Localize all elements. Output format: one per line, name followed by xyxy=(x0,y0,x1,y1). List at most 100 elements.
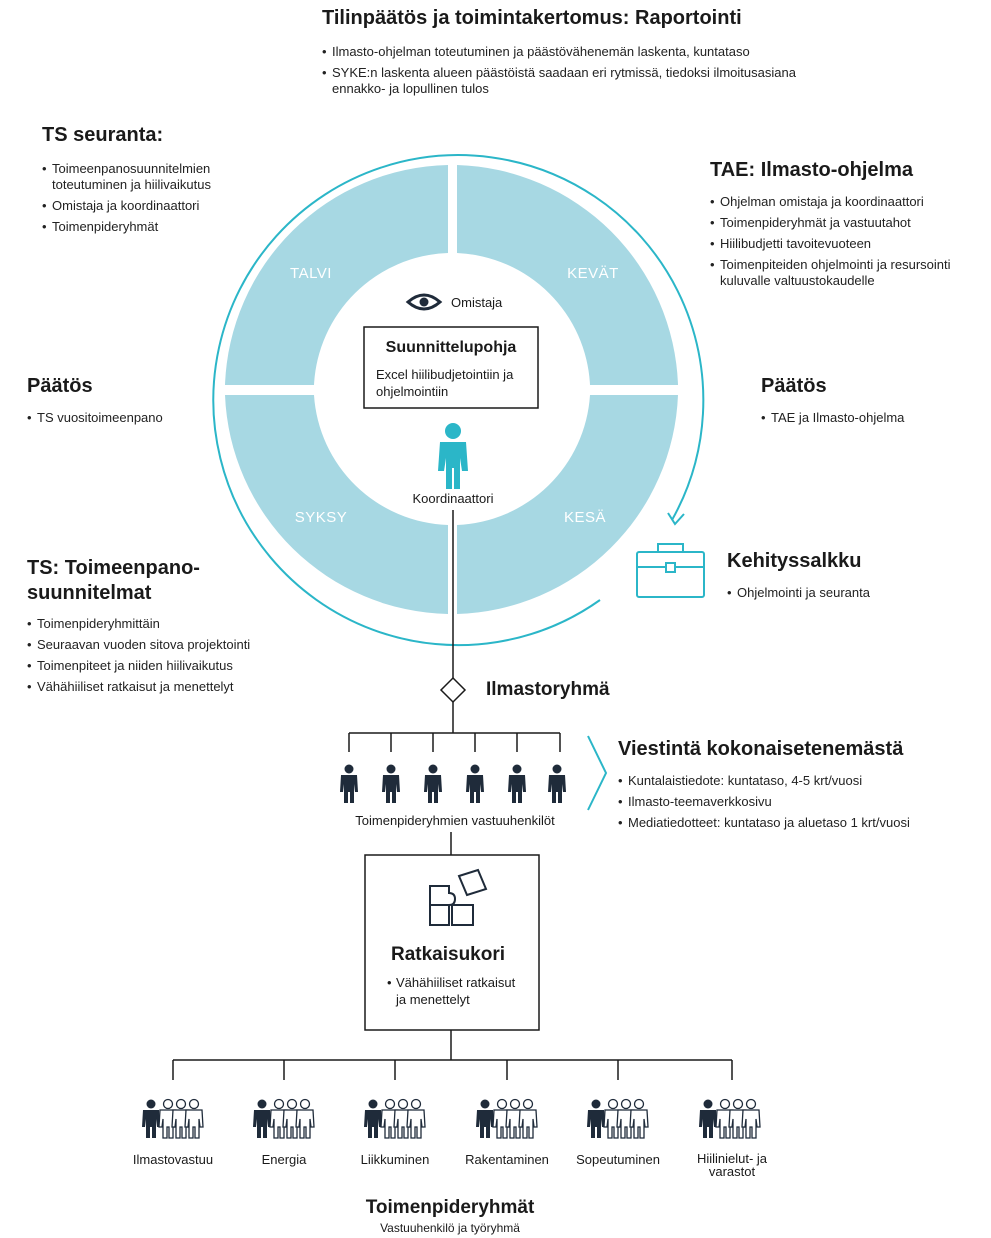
report-item: SYKE:n laskenta alueen päästöistä saadaa… xyxy=(322,65,802,97)
kehityssalkku-item: Ohjelmointi ja seuranta xyxy=(727,585,947,601)
ratkaisukori-bullet: • xyxy=(387,975,392,990)
tae-title: TAE: Ilmasto-ohjelma xyxy=(710,159,913,181)
report-section: Tilinpäätös ja toimintakertomus: Raporto… xyxy=(322,7,842,102)
ts-toimeenpano-title-line1: TS: Toimeenpano- xyxy=(27,557,200,579)
person-icon xyxy=(438,423,468,489)
group-label: Hiilinielut- ja varastot xyxy=(677,1152,787,1178)
person-icon xyxy=(364,1099,382,1138)
person-outline-icon xyxy=(518,1098,538,1139)
person-icon xyxy=(382,764,400,803)
segment-syksy xyxy=(225,395,448,614)
viestinta-title: Viestintä kokonaisetenemästä xyxy=(618,738,904,760)
person-icon xyxy=(699,1099,717,1138)
report-title: Tilinpäätös ja toimintakertomus: Raporto… xyxy=(322,7,742,29)
chevron-right-icon xyxy=(587,735,608,811)
group-label: Liikkuminen xyxy=(360,1152,430,1167)
ts-seuranta-item: Omistaja ja koordinaattori xyxy=(42,198,242,214)
ts-toimeenpano-title: TS: Toimeenpano- suunnitelmat xyxy=(27,556,287,606)
planning-box xyxy=(363,326,539,409)
ts-toimeenpano-item: Toimenpideryhmittäin xyxy=(27,616,287,632)
person-outline-icon xyxy=(406,1098,426,1139)
season-syksy: SYKSY xyxy=(295,509,348,526)
ts-toimeenpano-section: TS: Toimeenpano- suunnitelmat Toimenpide… xyxy=(27,556,287,700)
segment-kevat xyxy=(457,165,678,385)
group-label: Sopeutuminen xyxy=(576,1152,660,1167)
ilmastoryhma-label: Ilmastoryhmä xyxy=(486,679,610,700)
bottom-title: Toimenpideryhmät xyxy=(365,1197,535,1218)
bottom-section: Toimenpideryhmät Vastuuhenkilö ja työryh… xyxy=(300,1197,600,1235)
season-kevat: KEVÄT xyxy=(567,265,619,282)
person-outline-icon xyxy=(629,1098,649,1139)
report-list: Ilmasto-ohjelman toteutuminen ja päästöv… xyxy=(322,44,802,97)
outer-ring-arc xyxy=(212,154,705,647)
person-icon xyxy=(466,764,484,803)
ts-toimeenpano-list: Toimenpideryhmittäin Seuraavan vuoden si… xyxy=(27,616,287,695)
group-label: Rakentaminen xyxy=(465,1152,549,1167)
group-icons xyxy=(142,1098,761,1139)
puzzle-icon xyxy=(429,868,488,926)
bracket-ticks xyxy=(348,733,561,752)
paatos-left-section: Päätös TS vuositoimeenpano xyxy=(27,375,207,431)
eye-icon xyxy=(405,293,443,311)
ts-toimeenpano-item: Seuraavan vuoden sitova projektointi xyxy=(27,637,287,653)
arrow-down-icon xyxy=(667,512,685,526)
viestinta-section: Viestintä kokonaisetenemästä Kuntalaisti… xyxy=(618,738,968,836)
paatos-right-list: TAE ja Ilmasto-ohjelma xyxy=(761,410,961,426)
person-outline-icon xyxy=(295,1098,315,1139)
diamond-icon xyxy=(439,676,467,704)
season-kesa: KESÄ xyxy=(564,509,606,526)
planning-line1: Excel hiilibudjetointiin ja xyxy=(376,367,514,382)
tae-section: TAE: Ilmasto-ohjelma Ohjelman omistaja j… xyxy=(710,159,980,294)
paatos-right-item: TAE ja Ilmasto-ohjelma xyxy=(761,410,961,426)
ts-seuranta-item: Toimenpideryhmät xyxy=(42,219,242,235)
segment-kesa xyxy=(457,395,678,614)
group-label: Energia xyxy=(261,1152,307,1167)
viestinta-item: Mediatiedotteet: kuntataso ja aluetaso 1… xyxy=(618,815,968,831)
team-lead-icons xyxy=(340,764,566,803)
group-label: Ilmastovastuu xyxy=(132,1152,214,1167)
season-talvi: TALVI xyxy=(290,265,332,282)
viestinta-list: Kuntalaistiedote: kuntataso, 4-5 krt/vuo… xyxy=(618,773,968,831)
tae-list: Ohjelman omistaja ja koordinaattori Toim… xyxy=(710,194,978,289)
bottom-subtitle: Vastuuhenkilö ja työryhmä xyxy=(380,1221,520,1235)
segment-talvi xyxy=(225,165,448,385)
kehityssalkku-section: Kehityssalkku Ohjelmointi ja seuranta xyxy=(727,550,947,606)
vastuuhenkilot-label: Toimenpideryhmien vastuuhenkilöt xyxy=(355,813,555,828)
ts-toimeenpano-item: Vähähiiliset ratkaisut ja menettelyt xyxy=(27,679,287,695)
ts-seuranta-title: TS seuranta: xyxy=(42,124,164,146)
person-outline-icon xyxy=(184,1098,204,1139)
kehityssalkku-list: Ohjelmointi ja seuranta xyxy=(727,585,947,601)
person-icon xyxy=(253,1099,271,1138)
person-icon xyxy=(548,764,566,803)
bracket-ticks xyxy=(172,1060,733,1080)
person-outline-icon xyxy=(741,1098,761,1139)
paatos-left-title: Päätös xyxy=(27,375,93,397)
planning-line2: ohjelmointiin xyxy=(376,384,448,399)
paatos-left-item: TS vuositoimeenpano xyxy=(27,410,207,426)
paatos-right-section: Päätös TAE ja Ilmasto-ohjelma xyxy=(761,375,961,431)
ts-seuranta-item: Toimeenpanosuunnitelmien toteutuminen ja… xyxy=(42,161,242,193)
owner-label: Omistaja xyxy=(451,295,503,310)
group-label-line1: Hiilinielut- ja xyxy=(696,1151,768,1166)
viestinta-item: Ilmasto-teemaverkkosivu xyxy=(618,794,968,810)
tae-item: Ohjelman omistaja ja koordinaattori xyxy=(710,194,978,210)
ts-seuranta-list: Toimeenpanosuunnitelmien toteutuminen ja… xyxy=(42,161,242,235)
viestinta-item: Kuntalaistiedote: kuntataso, 4-5 krt/vuo… xyxy=(618,773,968,789)
tae-item: Hiilibudjetti tavoitevuoteen xyxy=(710,236,978,252)
ts-seuranta-section: TS seuranta: Toimeenpanosuunnitelmien to… xyxy=(42,124,252,240)
person-icon xyxy=(424,764,442,803)
person-icon xyxy=(587,1099,605,1138)
paatos-right-title: Päätös xyxy=(761,375,827,397)
person-icon xyxy=(142,1099,160,1138)
paatos-left-list: TS vuositoimeenpano xyxy=(27,410,207,426)
ratkaisukori-line2: ja menettelyt xyxy=(395,992,470,1007)
ratkaisukori-line1: Vähähiiliset ratkaisut xyxy=(396,975,516,990)
ts-toimeenpano-title-line2: suunnitelmat xyxy=(27,582,152,604)
planning-title: Suunnittelupohja xyxy=(386,339,517,356)
group-label-line2: varastot xyxy=(708,1164,756,1179)
coordinator-label: Koordinaattori xyxy=(413,491,494,506)
ratkaisukori-box xyxy=(364,854,540,1031)
briefcase-icon xyxy=(636,543,705,598)
person-icon xyxy=(508,764,526,803)
